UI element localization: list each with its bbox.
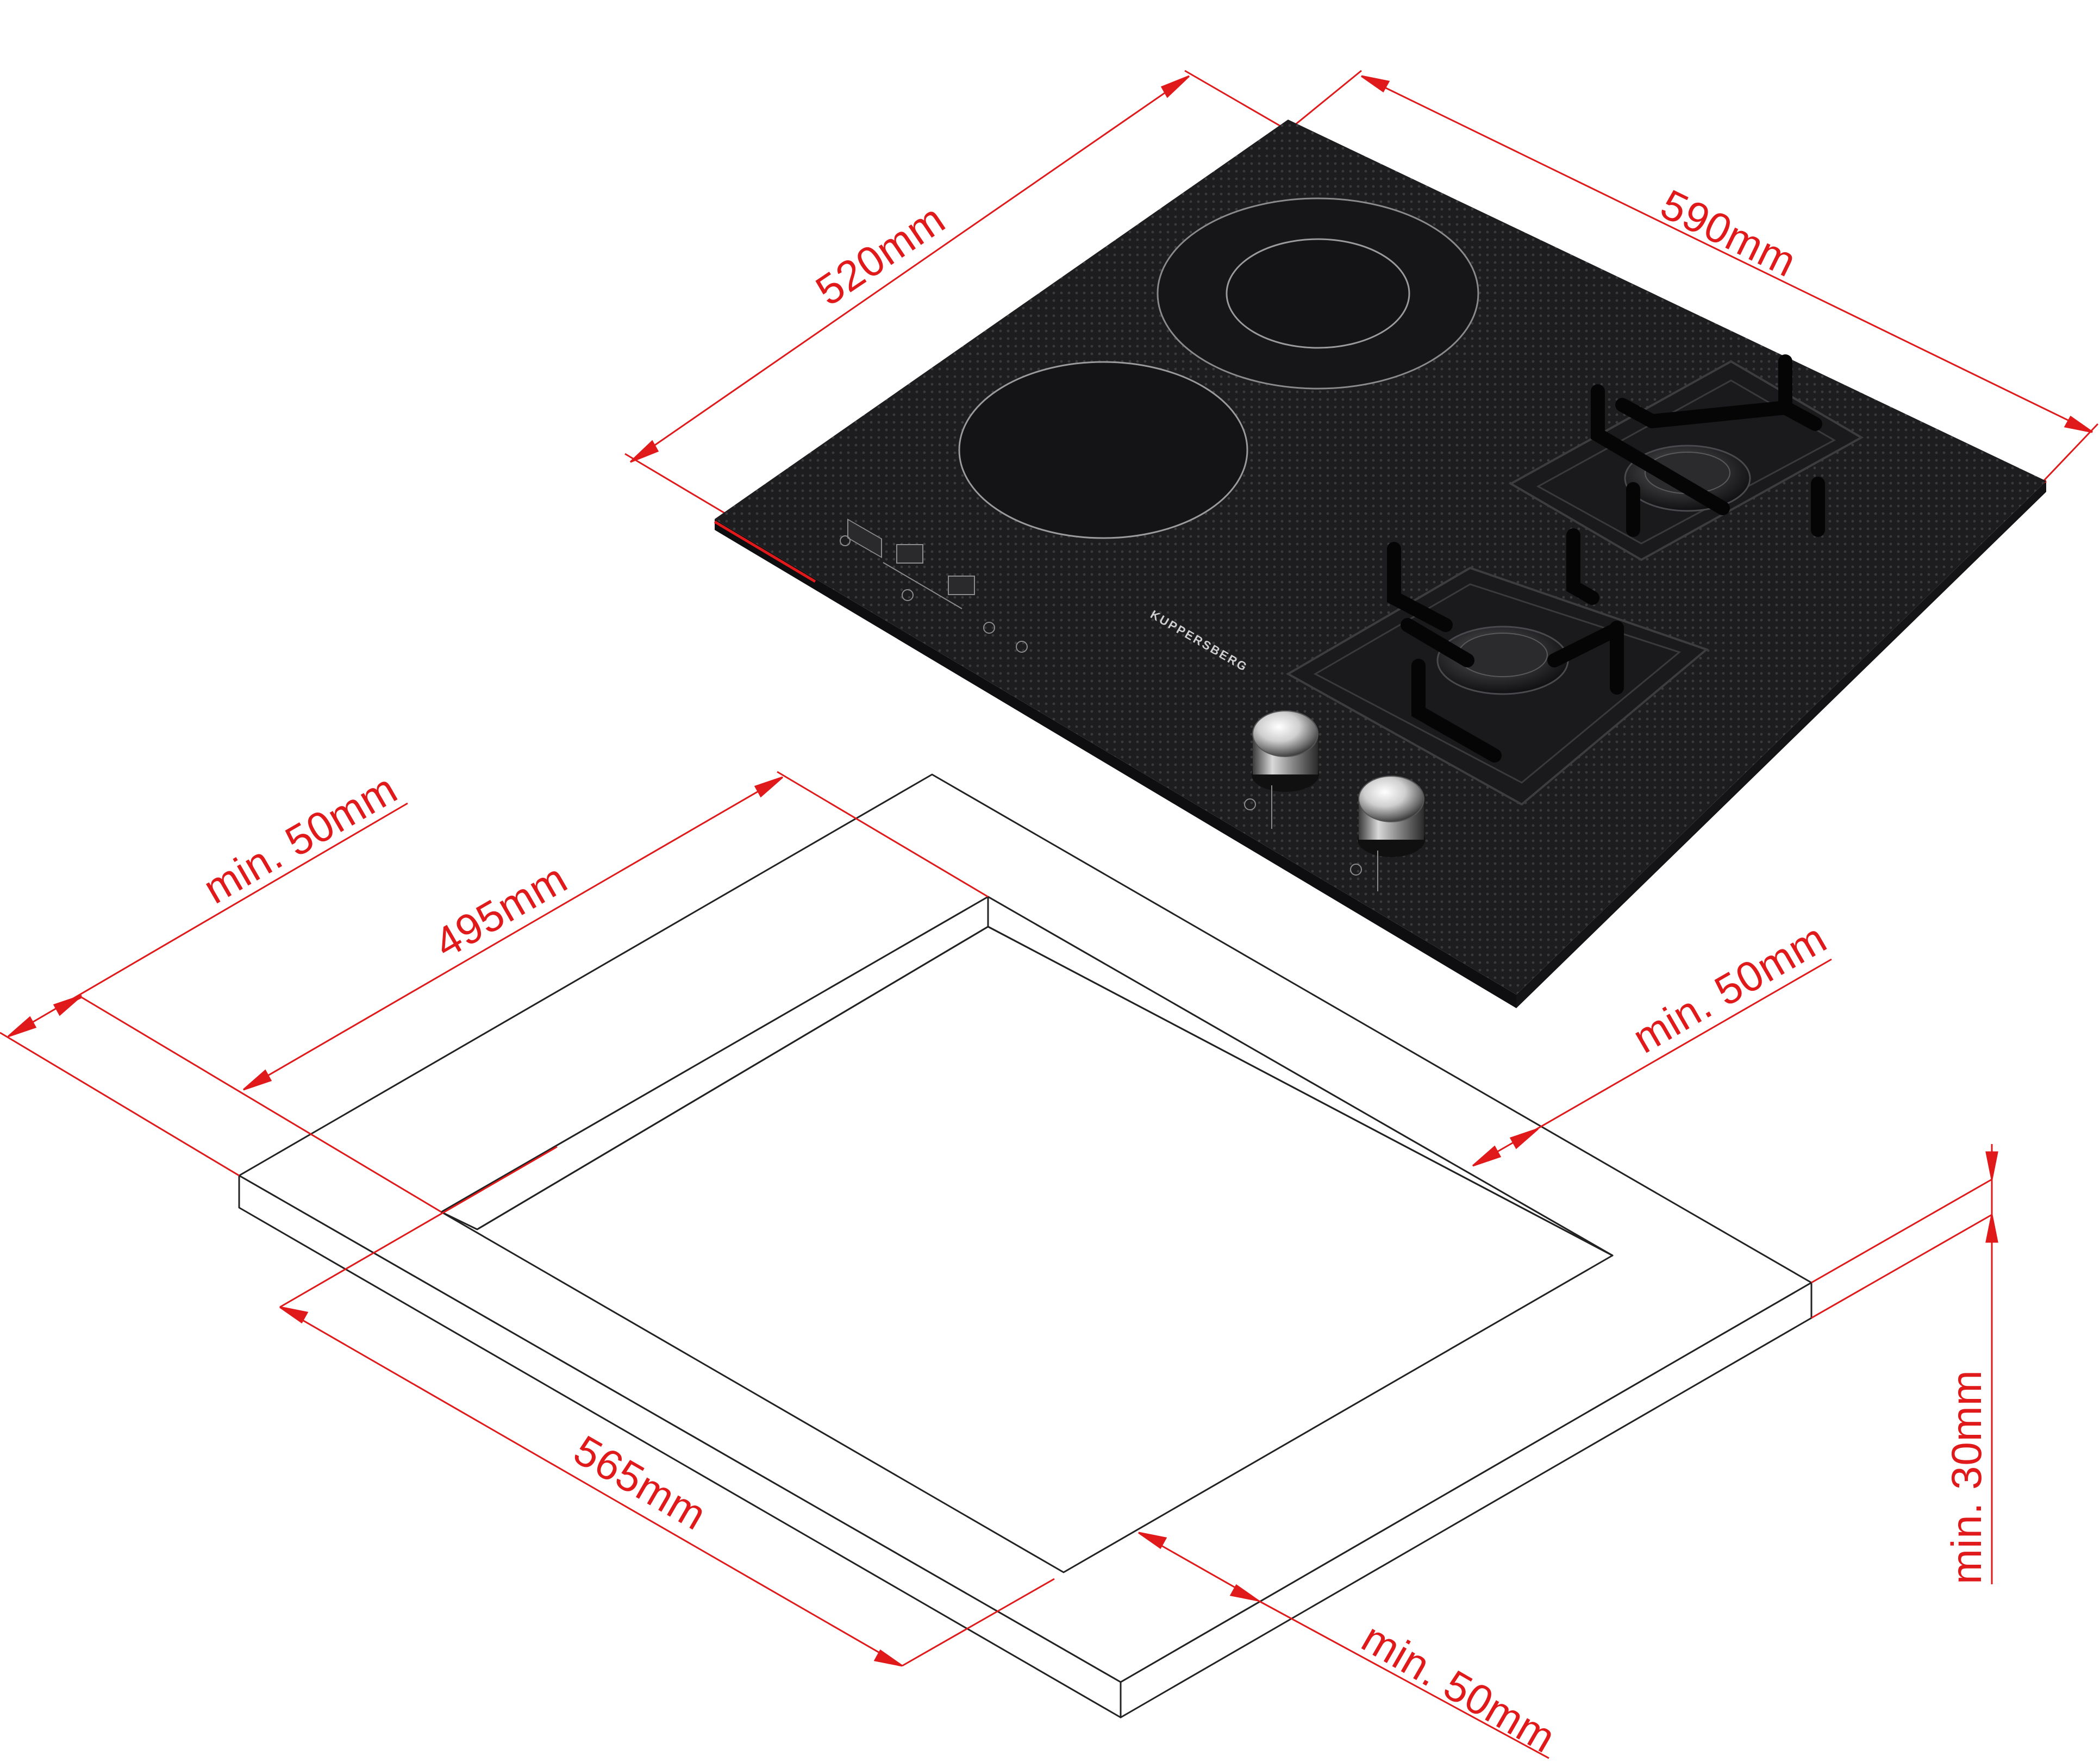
hob-edge-right <box>1516 481 2046 1008</box>
electric-zone-front <box>958 361 1248 539</box>
hob-edge <box>715 519 1516 1008</box>
label-hob-width: 590mm <box>1654 180 1804 286</box>
control-knob-right[interactable] <box>1350 776 1425 891</box>
label-clearance-front: min. 50mm <box>1354 1614 1564 1762</box>
dimension-lines <box>0 70 2099 1759</box>
label-worktop-thickness: min. 30mm <box>1942 1370 1990 1584</box>
electric-zone-rear <box>1157 197 1479 390</box>
touch-controls[interactable] <box>840 518 1028 653</box>
hob-glass-top <box>715 120 2046 995</box>
label-clearance-left: min. 50mm <box>196 764 405 913</box>
hob: KUPPERSBERG <box>714 120 2047 1008</box>
label-clearance-right: min. 50mm <box>1625 914 1835 1063</box>
gas-burner-rear <box>1508 354 1864 561</box>
control-knob-left[interactable] <box>1244 710 1319 829</box>
worktop <box>238 773 1812 1719</box>
gas-burner-front <box>1285 528 1709 806</box>
